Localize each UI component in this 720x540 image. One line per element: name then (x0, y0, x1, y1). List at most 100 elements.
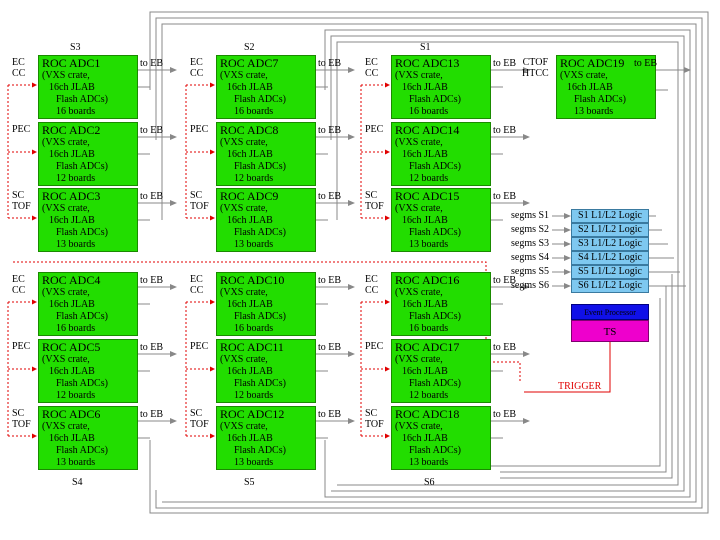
l1-l2-logic-s3: S3 L1/L2 Logic (571, 237, 649, 251)
roc-detail-line: Flash ADCs) (56, 311, 108, 322)
sector-label-s5: S5 (244, 477, 255, 488)
roc-detail-line: 16ch JLAB (227, 433, 273, 444)
roc-detail-line: (VXS crate, (395, 70, 443, 81)
roc-detail-line: (VXS crate, (220, 70, 268, 81)
roc-title: ROC ADC6 (42, 407, 101, 421)
detector-label: SC TOF (365, 190, 384, 212)
trigger-label: TRIGGER (558, 381, 602, 392)
roc-detail-line: (VXS crate, (42, 137, 90, 148)
roc-detail-line: (VXS crate, (220, 137, 268, 148)
roc-detail-line: (VXS crate, (42, 70, 90, 81)
roc-detail-line: 12 boards (409, 173, 449, 184)
sector-label-s6: S6 (424, 477, 435, 488)
roc-detail-line: 16ch JLAB (402, 149, 448, 160)
to-eb-label: to EB (318, 409, 342, 420)
segms-label-s2: segms S2 (511, 224, 550, 235)
to-eb-label: to EB (318, 125, 342, 136)
l1-l2-logic-s2: S2 L1/L2 Logic (571, 223, 649, 237)
roc-detail-line: Flash ADCs) (234, 227, 286, 238)
roc-detail-line: 16 boards (56, 106, 96, 117)
roc-title: ROC ADC2 (42, 123, 101, 137)
roc-detail-line: 16ch JLAB (402, 433, 448, 444)
roc-title: ROC ADC11 (220, 340, 284, 354)
roc-detail-line: 13 boards (409, 239, 449, 250)
roc-title: ROC ADC17 (395, 340, 460, 354)
roc-detail-line: 16 boards (234, 106, 274, 117)
roc-detail-line: 12 boards (56, 390, 96, 401)
roc-detail-line: 16 boards (409, 106, 449, 117)
roc-detail-line: Flash ADCs) (409, 94, 461, 105)
roc-title: ROC ADC5 (42, 340, 101, 354)
roc-detail-line: 16ch JLAB (567, 82, 613, 93)
roc-detail-line: (VXS crate, (395, 421, 443, 432)
roc-detail-line: 16ch JLAB (227, 299, 273, 310)
roc-detail-line: (VXS crate, (42, 203, 90, 214)
roc-title: ROC ADC9 (220, 189, 279, 203)
event-processor-box: Event Processor (571, 304, 649, 320)
roc-detail-line: (VXS crate, (395, 203, 443, 214)
segms-label-s1: segms S1 (511, 210, 550, 221)
detector-label: SC TOF (12, 408, 31, 430)
roc-detail-line: 16ch JLAB (227, 149, 273, 160)
to-eb-label: to EB (493, 58, 517, 69)
roc-detail-line: 16ch JLAB (49, 299, 95, 310)
to-eb-label: to EB (140, 58, 164, 69)
roc-detail-line: Flash ADCs) (56, 94, 108, 105)
roc-detail-line: (VXS crate, (220, 203, 268, 214)
roc-detail-line: (VXS crate, (42, 287, 90, 298)
to-eb-label: to EB (318, 191, 342, 202)
to-eb-label: to EB (140, 125, 164, 136)
sector-label-s1: S1 (420, 42, 431, 53)
roc-detail-line: 16ch JLAB (227, 82, 273, 93)
detector-label: SC TOF (12, 190, 31, 212)
roc-title: ROC ADC14 (395, 123, 460, 137)
detector-label: PEC (190, 341, 209, 352)
roc-detail-line: 13 boards (574, 106, 614, 117)
segms-label-s3: segms S3 (511, 238, 550, 249)
roc-title: ROC ADC13 (395, 56, 460, 70)
roc-detail-line: 13 boards (56, 239, 96, 250)
detector-label: SC TOF (190, 408, 209, 430)
to-eb-label: to EB (493, 275, 517, 286)
roc-detail-line: 13 boards (234, 457, 274, 468)
detector-label: SC TOF (365, 408, 384, 430)
roc-detail-line: 12 boards (409, 390, 449, 401)
l1-l2-logic-s4: S4 L1/L2 Logic (571, 251, 649, 265)
roc-detail-line: (VXS crate, (560, 70, 608, 81)
to-eb-label: to EB (318, 58, 342, 69)
roc-detail-line: Flash ADCs) (409, 227, 461, 238)
segms-label-s6: segms S6 (511, 280, 550, 291)
roc-detail-line: Flash ADCs) (234, 94, 286, 105)
roc-detail-line: (VXS crate, (42, 354, 90, 365)
roc-detail-line: Flash ADCs) (234, 445, 286, 456)
detector-label: PEC (365, 341, 384, 352)
detector-label: EC CC (12, 274, 26, 296)
to-eb-label: to EB (493, 191, 517, 202)
detector-label: SC TOF (190, 190, 209, 212)
roc-detail-line: 16ch JLAB (49, 82, 95, 93)
to-eb-label: to EB (493, 342, 517, 353)
roc-detail-line: 16ch JLAB (49, 433, 95, 444)
sector-label-s3: S3 (70, 42, 81, 53)
roc-detail-line: (VXS crate, (220, 354, 268, 365)
roc-detail-line: Flash ADCs) (409, 445, 461, 456)
roc-detail-line: 16ch JLAB (49, 366, 95, 377)
roc-detail-line: 12 boards (56, 173, 96, 184)
sector-label-s4: S4 (72, 477, 83, 488)
roc-title: ROC ADC7 (220, 56, 279, 70)
l1-l2-logic-s1: S1 L1/L2 Logic (571, 209, 649, 223)
detector-label: EC CC (365, 57, 379, 79)
